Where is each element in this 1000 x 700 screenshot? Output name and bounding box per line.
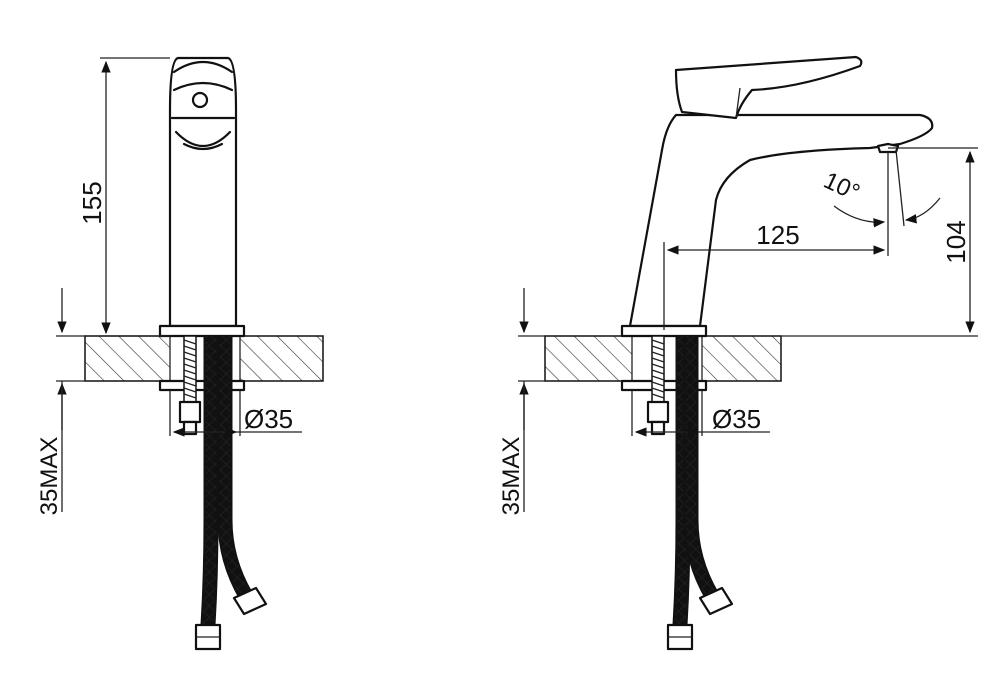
dim-angle-label: 10° — [819, 167, 863, 207]
side-view: 125 104 10° 35MAX Ø35 — [498, 55, 978, 651]
faucet-body-front — [168, 56, 238, 328]
aerator-front — [174, 130, 232, 147]
dim-mount-max-right-label: 35MAX — [498, 437, 525, 516]
dim-mount-max-left-label: 35MAX — [36, 437, 63, 516]
dim-hole-left-label: Ø35 — [244, 404, 293, 434]
base-flange-left — [158, 324, 246, 338]
supply-hoses-left — [194, 336, 268, 651]
dim-spout-height-label: 104 — [941, 220, 971, 263]
supply-hoses-right — [666, 336, 734, 651]
dim-height-label: 155 — [77, 181, 107, 224]
faucet-body-side — [628, 113, 934, 328]
dim-reach-label: 125 — [756, 220, 799, 250]
front-view: 155 35MAX Ø35 — [36, 56, 324, 651]
dim-hole-right-label: Ø35 — [712, 404, 761, 434]
handle-indicator-icon — [191, 91, 209, 109]
handle-lever — [674, 55, 863, 120]
